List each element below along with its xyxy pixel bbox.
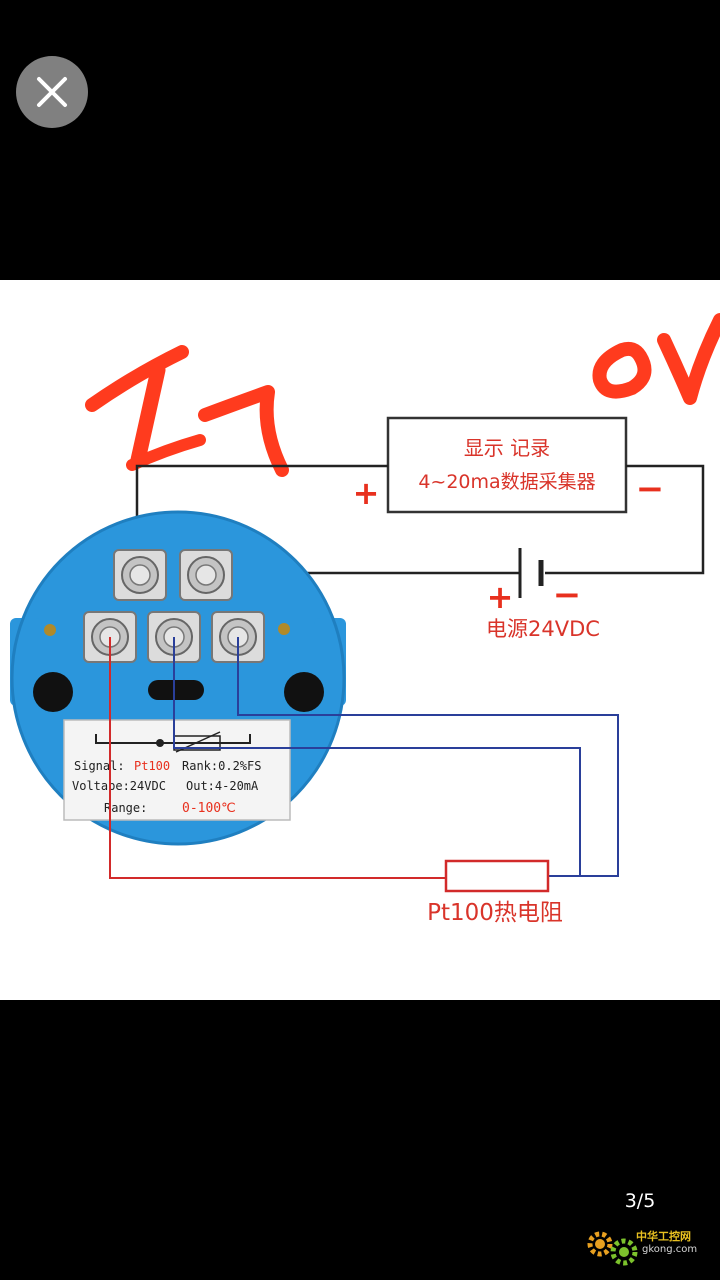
recorder-line1: 显示 记录 (464, 436, 550, 460)
terminal-block-top (113, 549, 233, 601)
battery-plus-label: + (487, 578, 514, 616)
plate-out: Out:4-20mA (186, 779, 259, 793)
label-plate: Signal: Pt100 Rank:0.2%FS Voltabe:24VDC … (63, 719, 291, 821)
terminal-block-bottom (83, 611, 265, 663)
recorder-box (386, 416, 628, 514)
plate-signal-prefix: Signal: (74, 759, 125, 773)
watermark-url: gkong.com (642, 1244, 698, 1255)
power-label: 电源24VDC (486, 617, 600, 641)
wire-sensor-blue-1 (173, 637, 581, 877)
handwritten-0v (592, 313, 720, 405)
plate-range-value: 0-100℃ (182, 801, 236, 816)
wire-sensor-red (109, 637, 446, 879)
site-watermark: 中华工控网 gkong.com (584, 1224, 714, 1270)
handwritten-i7 (85, 345, 289, 477)
plate-range-prefix: Range: (104, 801, 147, 815)
close-icon (37, 77, 67, 107)
page-counter: 3/5 (624, 1190, 656, 1212)
sensor-label: Pt100热电阻 (427, 900, 563, 926)
wiring-diagram: 显示 记录 4~20ma数据采集器 + − + − 电源24VDC (10, 313, 720, 926)
wire-sensor-blue-2 (237, 637, 619, 877)
plate-rank: Rank:0.2%FS (182, 759, 261, 773)
wiring-photo[interactable]: 显示 记录 4~20ma数据采集器 + − + − 电源24VDC (0, 280, 720, 1000)
plate-voltage: Voltabe:24VDC (72, 779, 166, 793)
pt100-resistor (444, 859, 550, 893)
battery-minus-label: − (553, 575, 582, 615)
wire-recorder-minus (545, 464, 705, 575)
gear-logo-icon (587, 1231, 638, 1266)
watermark-title: 中华工控网 (636, 1230, 691, 1243)
recorder-plus-label: + (353, 474, 380, 512)
plate-signal-value: Pt100 (134, 759, 170, 773)
recorder-line2: 4~20ma数据采集器 (418, 471, 595, 493)
close-button[interactable] (16, 56, 88, 128)
recorder-minus-label: − (636, 469, 665, 509)
